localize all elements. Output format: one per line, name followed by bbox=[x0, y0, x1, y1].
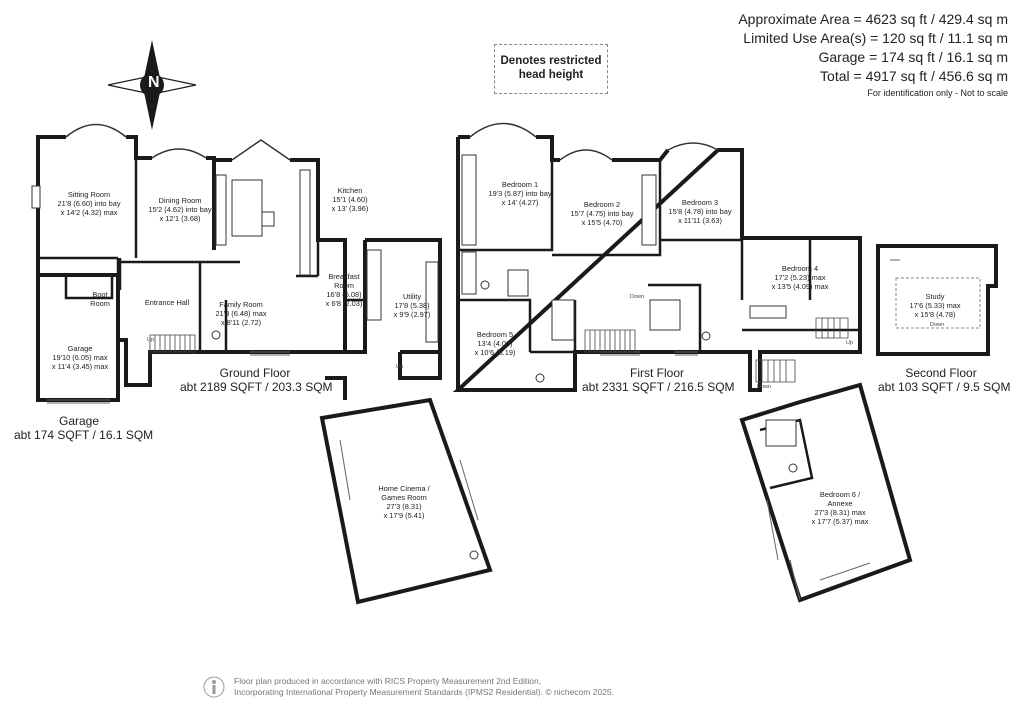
restricted-line-1: Denotes restricted bbox=[500, 55, 602, 67]
compass-north-letter: N bbox=[148, 74, 160, 91]
toilet-first-3 bbox=[701, 331, 711, 341]
stair-down-label-annexe: Down bbox=[757, 384, 772, 390]
room-entrance-hall: Entrance Hall bbox=[144, 298, 190, 307]
toilet-first-2 bbox=[535, 373, 545, 383]
restricted-height-zone bbox=[895, 277, 981, 329]
bay-window-dining bbox=[151, 148, 207, 159]
toilet-annexe bbox=[788, 463, 798, 473]
first-floor-internal bbox=[458, 160, 860, 354]
wardrobe-bed4 bbox=[749, 305, 787, 319]
stairs-first bbox=[584, 329, 636, 353]
area-summary: Approximate Area = 4623 sq ft / 429.4 sq… bbox=[738, 10, 1008, 100]
footer-line-1: Floor plan produced in accordance with R… bbox=[234, 676, 542, 686]
stair-up-label-ground: Up bbox=[147, 337, 155, 343]
footer-note: Floor plan produced in accordance with R… bbox=[234, 676, 614, 698]
bay-window-bed1 bbox=[469, 122, 537, 138]
limited-use-line: Limited Use Area(s) = 120 sq ft / 11.1 s… bbox=[743, 30, 1008, 46]
toilet-ground bbox=[211, 330, 221, 340]
garage-area-line: Garage = 174 sq ft / 16.1 sq m bbox=[818, 49, 1009, 65]
floor-area: abt 2189 SQFT / 203.3 SQM bbox=[180, 380, 333, 394]
kitchen-counter bbox=[215, 174, 227, 246]
kitchen-island bbox=[231, 179, 263, 237]
stair-down-label-first: Down bbox=[630, 294, 645, 300]
kitchen-counter-right bbox=[299, 169, 311, 276]
ground-internal-walls bbox=[38, 158, 365, 352]
stair-up-label-utility: Up bbox=[396, 364, 404, 370]
floor-name: Second Floor bbox=[905, 366, 977, 380]
bath bbox=[461, 251, 477, 295]
measurement-standard-icon bbox=[203, 676, 225, 698]
utility-counter-right bbox=[425, 261, 439, 343]
stairs-annexe bbox=[755, 359, 796, 383]
ground-lower-wing bbox=[325, 352, 442, 400]
total-area-line: Total = 4917 sq ft / 456.6 sq m bbox=[820, 68, 1008, 84]
shower-1 bbox=[507, 269, 529, 297]
bay-window-bed3 bbox=[667, 142, 719, 151]
home-cinema-walls bbox=[319, 397, 493, 605]
footer-line-2: Incorporating International Property Mea… bbox=[234, 687, 614, 697]
shower-2 bbox=[551, 299, 575, 341]
floor-name: Garage bbox=[58, 414, 100, 428]
floor-area: abt 103 SQFT / 9.5 SQM bbox=[878, 380, 1011, 394]
restricted-line-2: head height bbox=[518, 69, 584, 81]
approx-area-line: Approximate Area = 4623 sq ft / 429.4 sq… bbox=[738, 11, 1008, 27]
floor-name: First Floor bbox=[630, 366, 684, 380]
identification-note: For identification only - Not to scale bbox=[867, 88, 1008, 98]
ground-floor-walls bbox=[36, 135, 347, 387]
utility-walls bbox=[345, 238, 442, 354]
utility-counter bbox=[366, 249, 382, 321]
kitchen-hob bbox=[261, 211, 275, 227]
first-floor-label: First Floor abt 2331 SQFT / 216.5 SQM bbox=[582, 366, 735, 394]
compass-icon bbox=[108, 40, 196, 130]
bay-window-bed2 bbox=[559, 149, 613, 161]
garage-walls bbox=[36, 273, 120, 402]
annexe-walls bbox=[739, 382, 913, 603]
study-walls bbox=[876, 244, 998, 356]
stairs-ground bbox=[149, 334, 196, 353]
toilet-first-1 bbox=[480, 280, 490, 290]
fireplace bbox=[31, 185, 41, 209]
shower-3 bbox=[649, 299, 681, 331]
bay-window-sitting bbox=[65, 123, 127, 138]
garage-floor-label: Garage abt 174 SQFT / 16.1 SQM bbox=[14, 414, 154, 442]
wardrobe-bed1 bbox=[461, 154, 477, 246]
stair-up-label-bed4: Up bbox=[846, 340, 854, 346]
shower-annexe bbox=[765, 419, 797, 447]
restricted-height-legend: Denotes restricted head height bbox=[494, 44, 608, 94]
second-floor-label: Second Floor abt 103 SQFT / 9.5 SQM bbox=[878, 366, 1011, 394]
floor-area: abt 174 SQFT / 16.1 SQM bbox=[14, 428, 154, 442]
ground-floor-label: Ground Floor abt 2189 SQFT / 203.3 SQM bbox=[180, 366, 333, 394]
wardrobe-bed2 bbox=[641, 174, 657, 246]
floor-area: abt 2331 SQFT / 216.5 SQM bbox=[582, 380, 735, 394]
kitchen-gable bbox=[231, 139, 291, 161]
stair-down-label-study: Down bbox=[930, 322, 945, 328]
stairs-bed4 bbox=[815, 317, 849, 339]
floor-name: Ground Floor bbox=[219, 366, 291, 380]
cinema-column bbox=[469, 550, 479, 560]
